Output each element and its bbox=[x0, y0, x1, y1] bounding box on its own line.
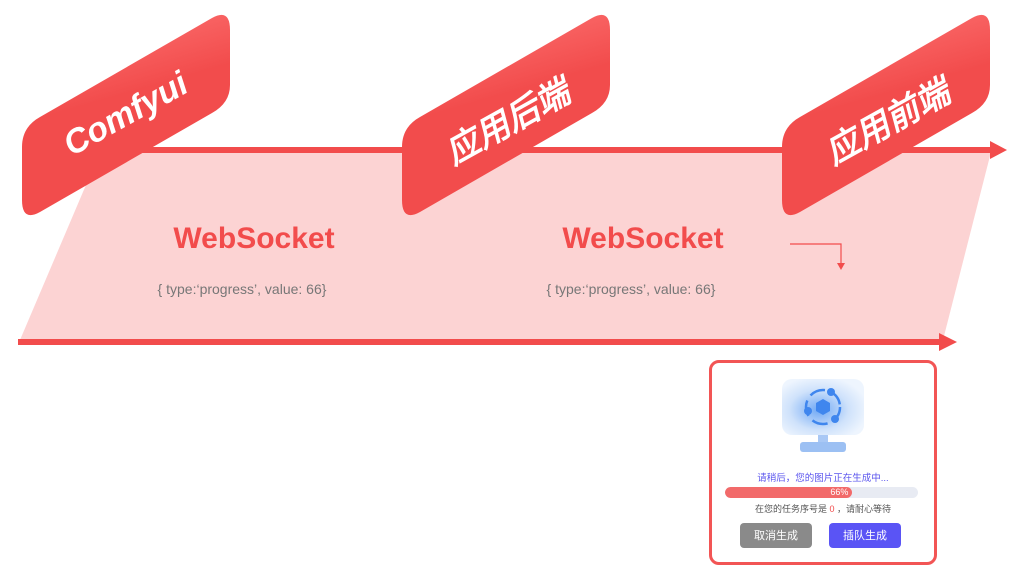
queue-status: 在您的任务序号是 0 ，请耐心等待 bbox=[712, 502, 934, 515]
queue-suffix: ，请耐心等待 bbox=[834, 504, 892, 514]
queue-number: 0 bbox=[829, 504, 835, 514]
progress-percent: 66% bbox=[830, 487, 849, 497]
websocket-payload-2: { type:‘progress’, value: 66} bbox=[546, 281, 716, 297]
monitor-cube-icon bbox=[782, 379, 864, 452]
tag-comfyui bbox=[22, 14, 230, 216]
progress-fill: 66% bbox=[725, 487, 853, 498]
generation-progress-dialog: 请稍后，您的图片正在生成中... 66% 在您的任务序号是 0 ，请耐心等待 取… bbox=[709, 360, 937, 565]
priority-queue-button[interactable]: 插队生成 bbox=[829, 523, 901, 548]
queue-prefix: 在您的任务序号是 bbox=[754, 504, 830, 514]
small-down-arrow bbox=[790, 243, 845, 270]
bottom-arrow bbox=[18, 333, 957, 351]
websocket-title-2: WebSocket bbox=[562, 222, 724, 255]
tag-frontend bbox=[782, 14, 990, 216]
progress-bar: 66% bbox=[725, 487, 918, 498]
websocket-payload-1: { type:‘progress’, value: 66} bbox=[157, 281, 327, 297]
progress-message: 请稍后，您的图片正在生成中... bbox=[757, 473, 889, 484]
top-arrow bbox=[140, 141, 1007, 159]
tag-backend bbox=[402, 14, 610, 216]
websocket-title-1: WebSocket bbox=[173, 222, 335, 255]
cancel-generation-button[interactable]: 取消生成 bbox=[740, 523, 812, 548]
websocket-band bbox=[20, 152, 991, 340]
